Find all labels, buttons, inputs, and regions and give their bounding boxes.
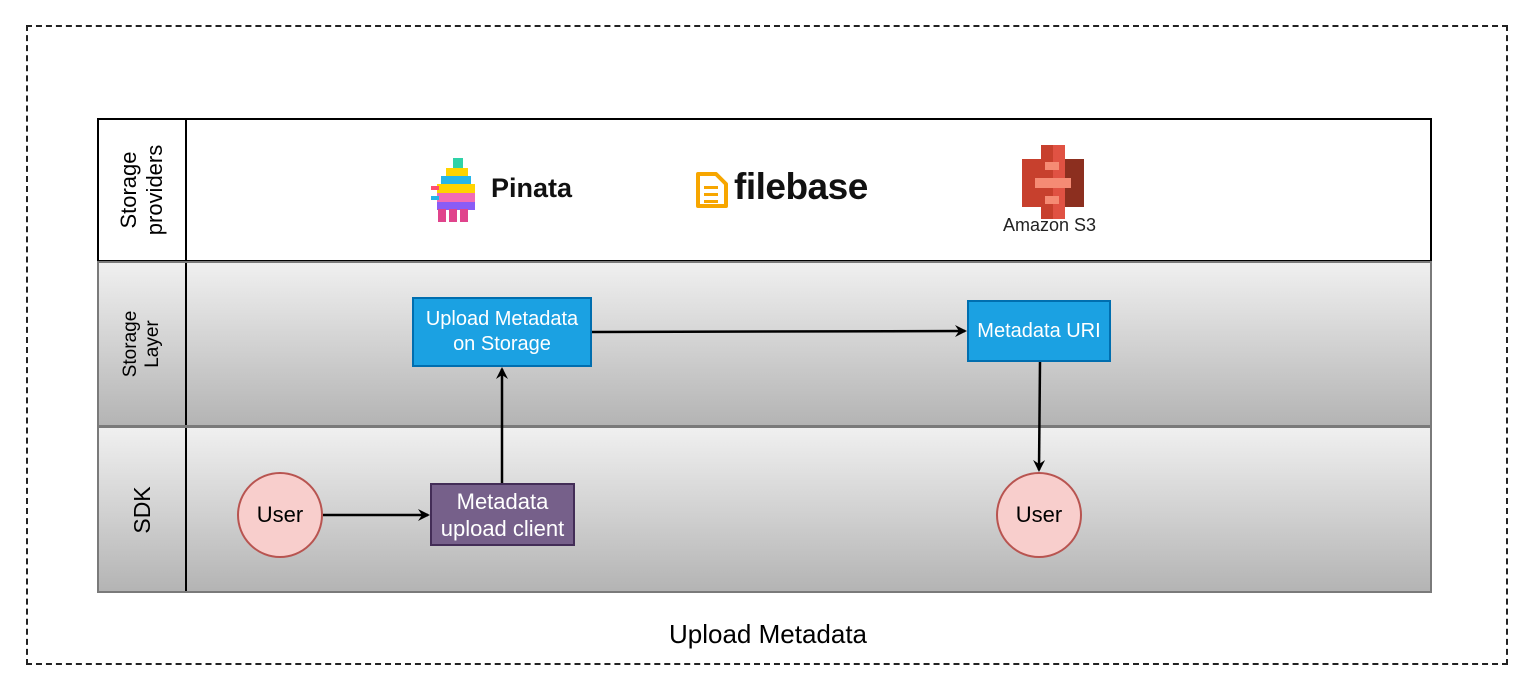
amazon-s3-logo-text: Amazon S3 <box>1003 215 1097 235</box>
pinata-logo-text: Pinata <box>491 173 573 203</box>
user-node-right[interactable]: User <box>996 472 1082 558</box>
upload-metadata-on-storage-node[interactable]: Upload Metadata on Storage <box>412 297 592 367</box>
filebase-logo-text: filebase <box>734 166 868 207</box>
diagram-caption: Upload Metadata <box>668 619 868 649</box>
lane-label-storage-providers: Storage providers <box>116 144 167 236</box>
lane-label-sdk: SDK <box>129 485 155 534</box>
lane-header-storage-layer: Storage Layer <box>99 263 187 425</box>
metadata-upload-client-node[interactable]: Metadata upload client <box>430 483 575 546</box>
lane-storage-layer: Storage Layer <box>97 261 1432 427</box>
lane-label-storage-layer: Storage Layer <box>120 310 163 378</box>
lane-header-storage-providers: Storage providers <box>99 120 187 260</box>
diagram-frame <box>26 25 1508 665</box>
metadata-uri-node[interactable]: Metadata URI <box>967 300 1111 362</box>
user-node-left[interactable]: User <box>237 472 323 558</box>
lane-header-sdk: SDK <box>99 428 187 591</box>
